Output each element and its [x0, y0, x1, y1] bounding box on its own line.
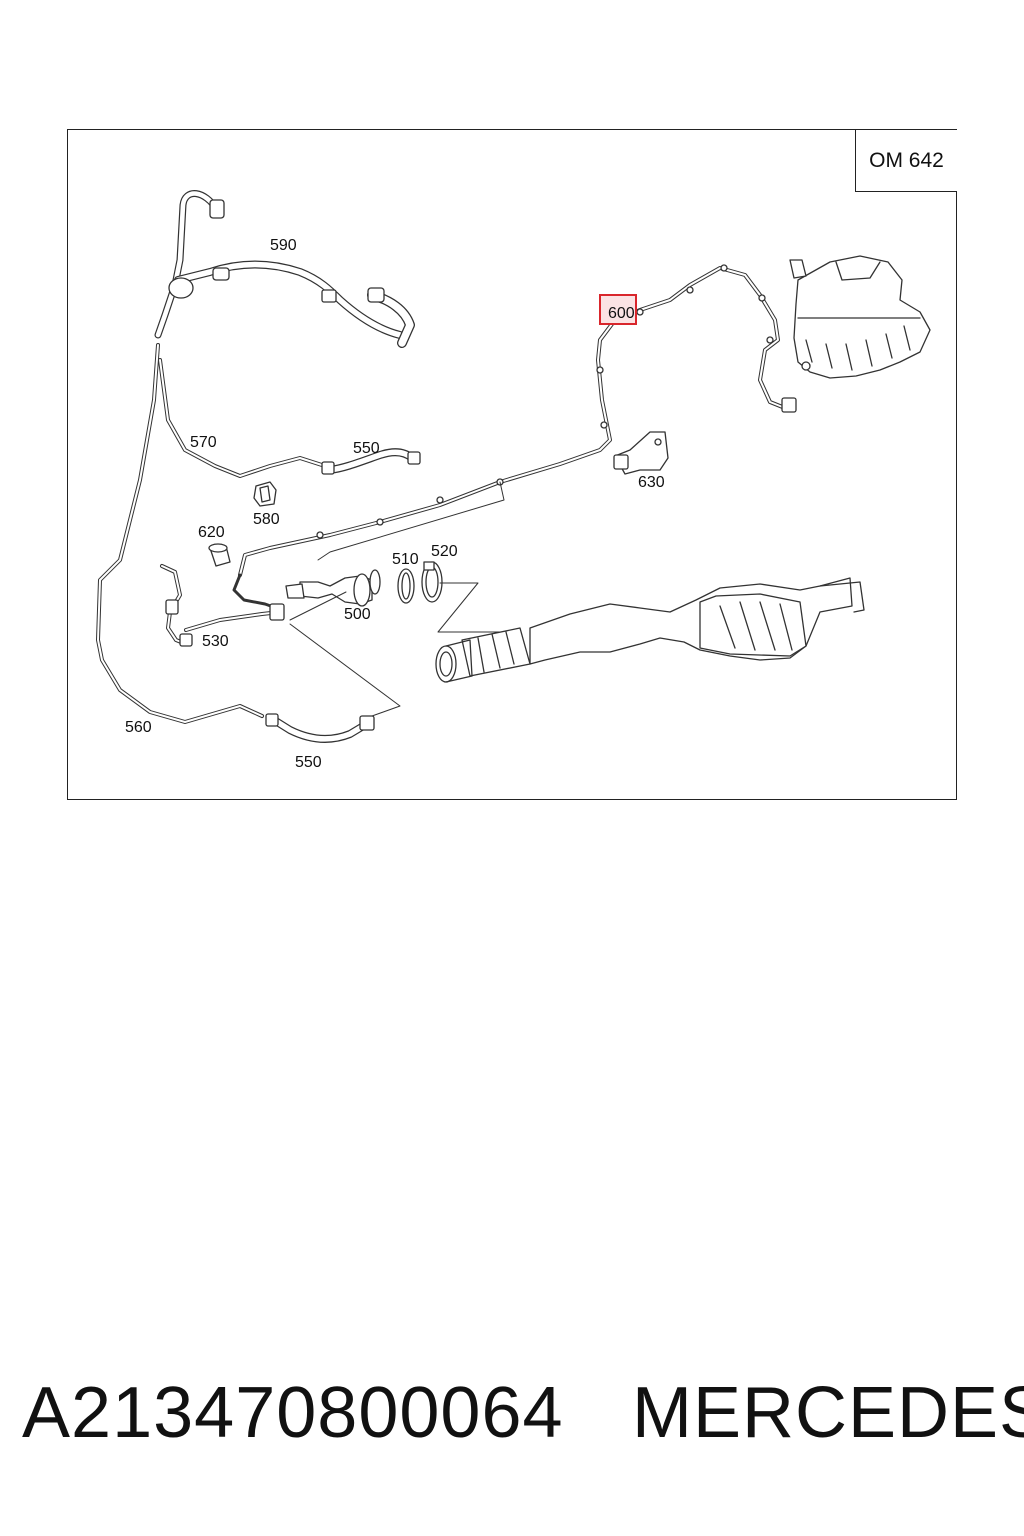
line-560 — [96, 343, 264, 724]
intake-manifold — [789, 255, 931, 379]
exhaust-assembly — [435, 577, 865, 683]
bracket-630 — [613, 431, 669, 475]
sensor-500 — [285, 569, 381, 621]
line-570 — [158, 358, 327, 478]
hose-590 — [154, 190, 415, 348]
callout-550-lower: 550 — [295, 754, 322, 771]
callout-630: 630 — [638, 474, 665, 491]
diagram-frame — [67, 129, 957, 800]
callout-550-upper: 550 — [353, 440, 380, 457]
callout-620: 620 — [198, 524, 225, 541]
callout-530: 530 — [202, 633, 229, 650]
callout-580: 580 — [253, 511, 280, 528]
callout-500: 500 — [344, 606, 371, 623]
callout-600[interactable]: 600 — [608, 305, 635, 322]
callout-560: 560 — [125, 719, 152, 736]
caption: A213470800064 MERCEDES — [0, 1372, 1024, 1472]
brand-name: MERCEDES — [632, 1373, 1024, 1453]
line-600 — [232, 264, 797, 612]
clip-580 — [253, 481, 277, 507]
clamp-520 — [421, 561, 443, 603]
cable-530 — [160, 564, 285, 647]
highlight-box-600 — [599, 294, 637, 325]
callout-510: 510 — [392, 551, 419, 568]
callout-520: 520 — [431, 543, 458, 560]
callout-570: 570 — [190, 434, 217, 451]
part-number: A213470800064 — [22, 1373, 564, 1453]
hose-550-upper — [321, 448, 421, 475]
callout-590: 590 — [270, 237, 297, 254]
fitting-620 — [208, 543, 231, 567]
ring-510 — [397, 568, 415, 604]
hose-550-lower — [265, 713, 375, 743]
leader-lines — [289, 481, 521, 717]
engine-code-label: OM 642 — [855, 130, 957, 192]
